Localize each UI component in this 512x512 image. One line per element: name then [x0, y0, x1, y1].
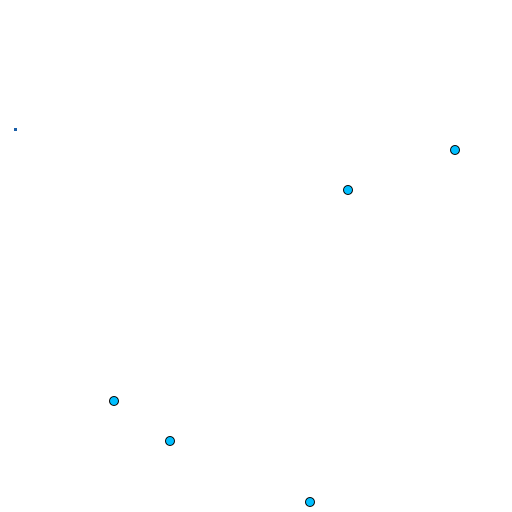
target-dot-5[interactable]	[305, 497, 315, 507]
small-square-marker-icon	[14, 128, 17, 131]
target-dot-4[interactable]	[165, 436, 175, 446]
target-dot-2[interactable]	[343, 185, 353, 195]
target-dot-1[interactable]	[450, 145, 460, 155]
target-dot-3[interactable]	[109, 396, 119, 406]
